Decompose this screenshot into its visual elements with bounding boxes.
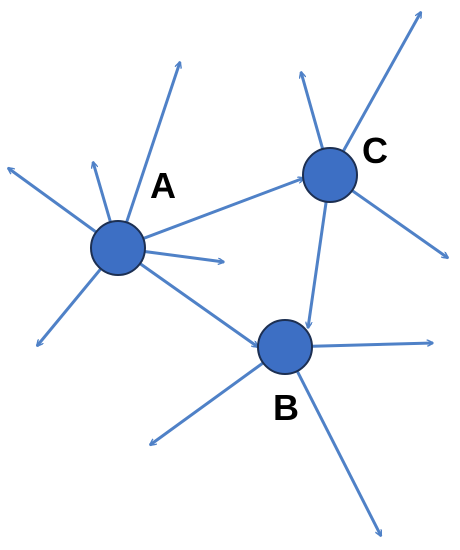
nodes	[90, 147, 358, 375]
node-labels: A C B	[150, 130, 388, 428]
label-node-c: C	[362, 130, 388, 171]
node-a	[90, 220, 146, 276]
edge-a-to-b	[117, 246, 258, 347]
node-b	[257, 319, 313, 375]
stub-c-up-right	[328, 12, 423, 176]
node-c	[302, 147, 358, 203]
stub-b-down	[283, 346, 383, 536]
edge-a-to-c	[117, 178, 304, 250]
stubs-node-a	[8, 62, 224, 346]
label-node-a: A	[150, 165, 176, 206]
stub-a-up-right	[116, 62, 180, 249]
label-node-b: B	[273, 387, 299, 428]
